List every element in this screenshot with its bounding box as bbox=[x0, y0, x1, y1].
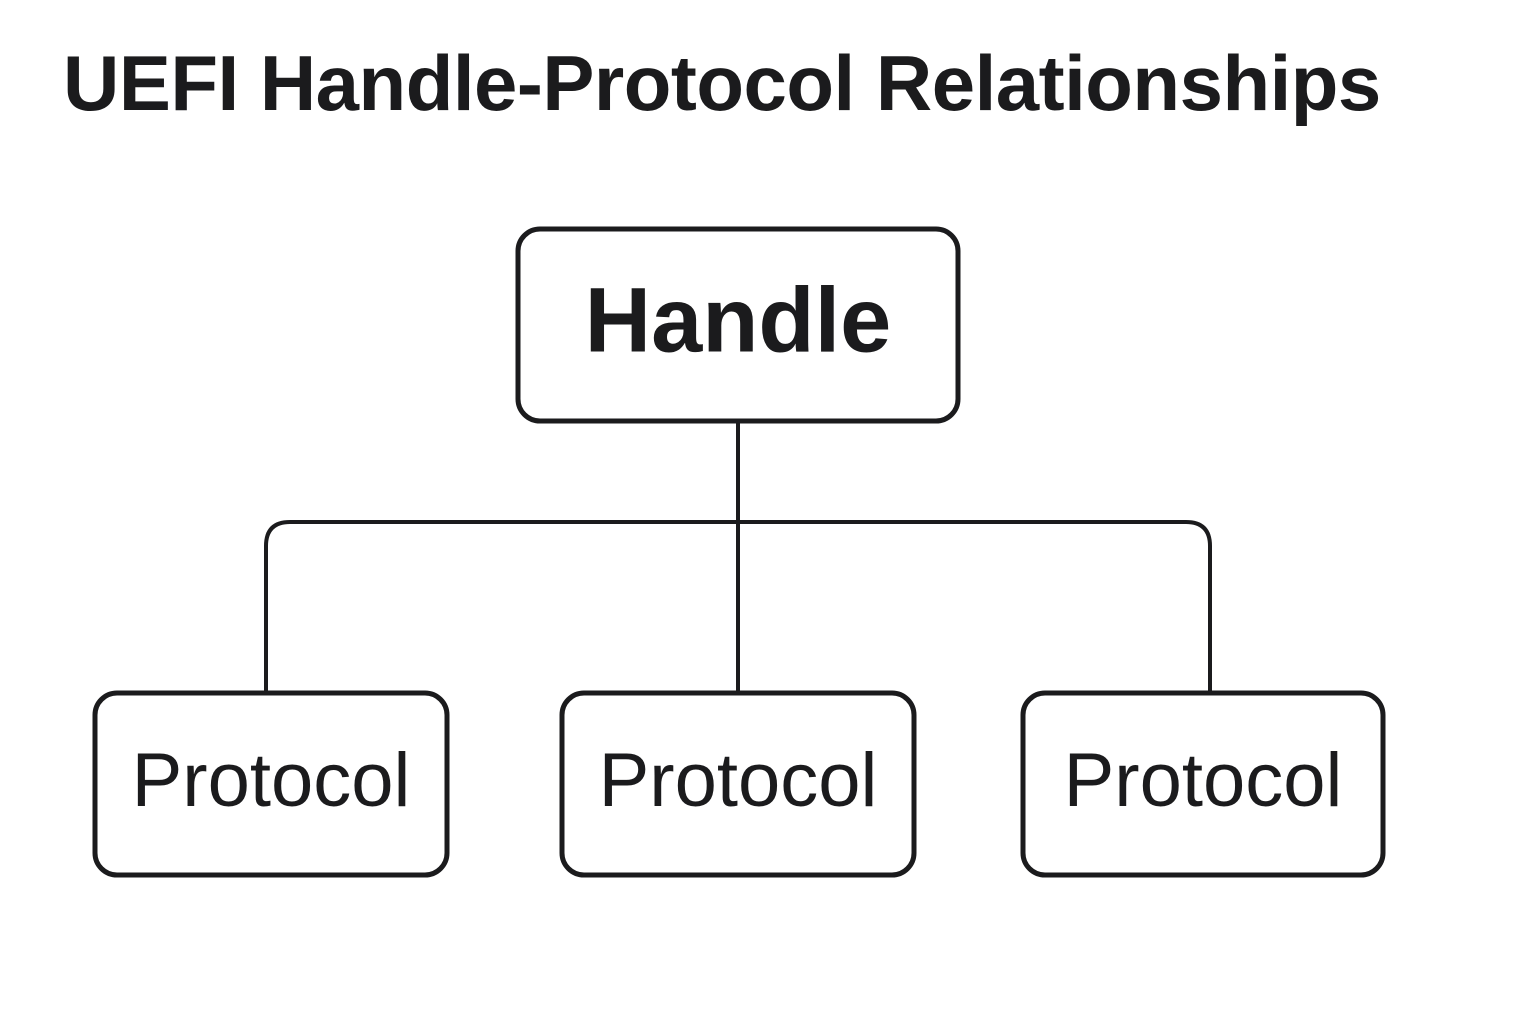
edge-group bbox=[264, 421, 1212, 693]
protocol-node-box-1[interactable] bbox=[92, 690, 450, 878]
protocol-node-label-2: Protocol bbox=[599, 738, 878, 823]
edge-handle-to-left-protocol bbox=[264, 520, 738, 693]
protocol-node-label-1: Protocol bbox=[132, 738, 411, 823]
handle-node-label: Handle bbox=[585, 269, 892, 371]
protocol-node-box-2[interactable] bbox=[559, 690, 917, 878]
page-title: UEFI Handle-Protocol Relationships bbox=[63, 39, 1381, 127]
edge-handle-to-right-protocol bbox=[738, 520, 1212, 693]
protocol-node-label-3: Protocol bbox=[1064, 738, 1343, 823]
node-group: Handle Protocol Protocol Protocol bbox=[92, 226, 1386, 878]
node-protocol-3[interactable]: Protocol bbox=[1020, 690, 1386, 878]
handle-node-box[interactable] bbox=[515, 226, 961, 424]
protocol-node-box-3[interactable] bbox=[1020, 690, 1386, 878]
node-protocol-1[interactable]: Protocol bbox=[92, 690, 450, 878]
node-protocol-2[interactable]: Protocol bbox=[559, 690, 917, 878]
node-handle[interactable]: Handle bbox=[515, 226, 961, 424]
